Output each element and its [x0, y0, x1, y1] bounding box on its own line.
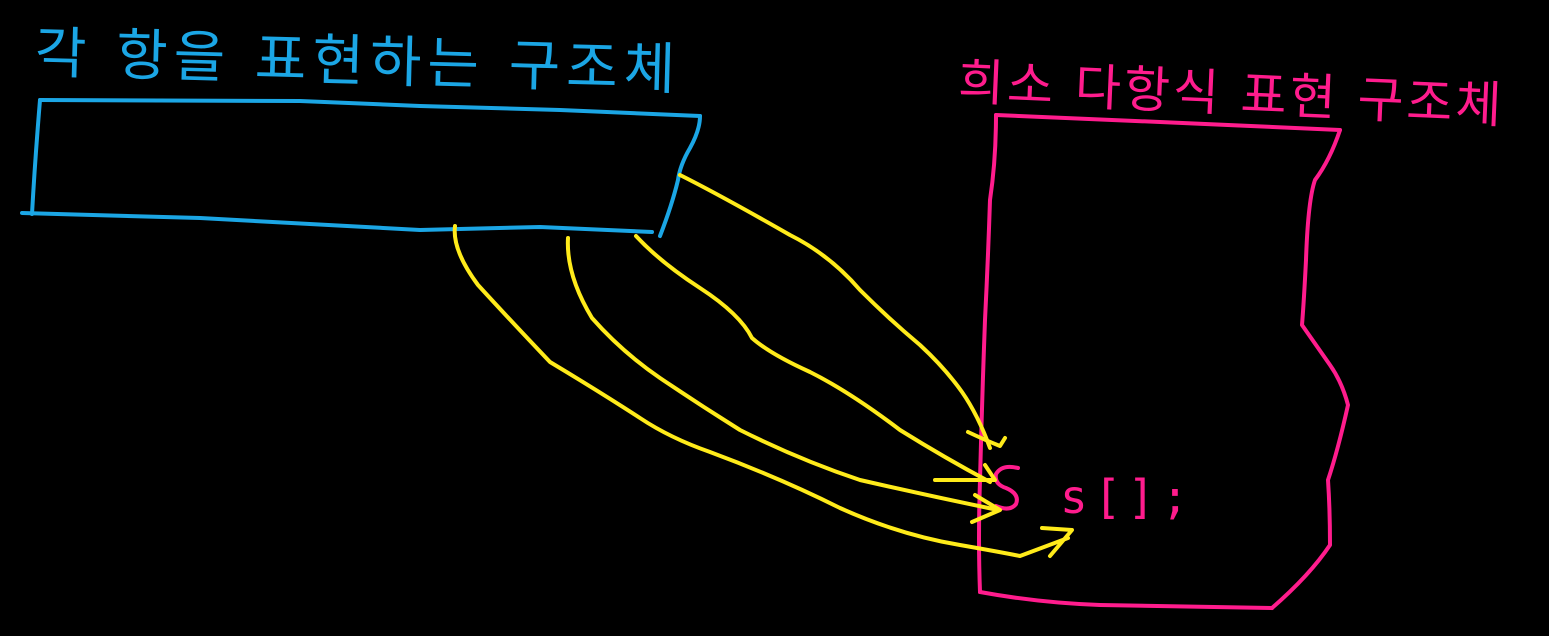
arrow-2	[634, 234, 992, 484]
arrow-4	[452, 224, 1070, 558]
poly-box-left-edge	[977, 113, 998, 594]
arrow-1-head	[966, 430, 1007, 448]
arrow-3	[565, 236, 1000, 512]
term-box-top-edge	[38, 98, 702, 118]
struct-member-code: s[];	[1060, 470, 1195, 524]
arrow-1	[678, 173, 992, 450]
arrows-group	[452, 173, 1074, 558]
term-box-bottom-edge	[20, 211, 654, 234]
poly-box-top-edge	[994, 113, 1342, 132]
poly-box-right-edge	[1270, 128, 1350, 610]
poly-struct-box	[977, 113, 1350, 610]
term-box-right-edge	[658, 114, 702, 238]
term-box-left-edge	[30, 98, 42, 216]
term-struct-title: 각 항을 표현하는 구조체	[33, 20, 683, 103]
arrow-4-head	[1040, 526, 1074, 558]
arrow-3-head	[970, 493, 1002, 524]
term-struct-box	[20, 98, 702, 238]
struct-keyword-glyph	[993, 464, 1020, 511]
arrow-2-head	[933, 463, 997, 482]
poly-box-bottom-edge	[978, 590, 1274, 610]
